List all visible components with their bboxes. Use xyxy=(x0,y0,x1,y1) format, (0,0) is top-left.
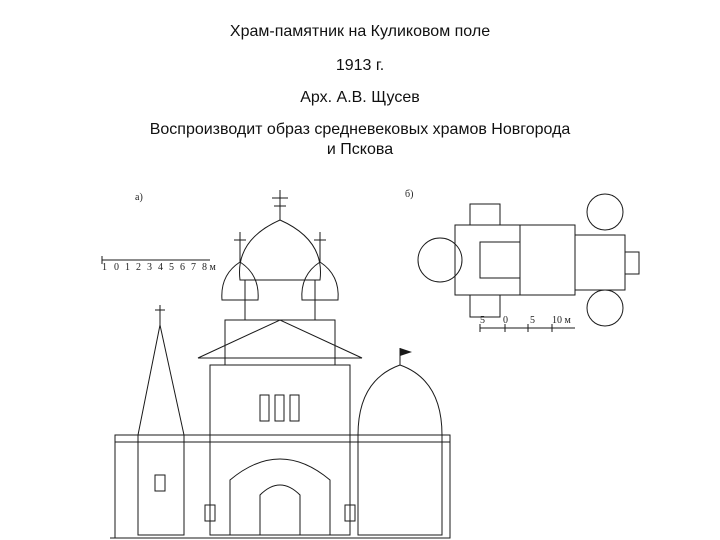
scale-tick: 8 м xyxy=(202,262,217,273)
facade-label: а) xyxy=(135,192,143,203)
facade-scale-bar: 1 0 1 2 3 4 5 6 7 8 м xyxy=(101,256,217,273)
architect-line: Арх. А.В. Щусев xyxy=(300,89,420,106)
scale-tick: 1 xyxy=(125,262,130,273)
description-line: Воспроизводит образ средневековых храмов… xyxy=(149,121,571,138)
floor-plan: 5 0 5 10 м xyxy=(417,193,640,332)
scale-tick: 7 xyxy=(191,262,196,273)
scale-tick: 5 xyxy=(169,262,174,273)
plan-scale-tick: 5 xyxy=(530,315,535,326)
scale-tick: 4 xyxy=(158,262,163,273)
plan-label: б) xyxy=(405,189,413,200)
plan-scale-tick: 0 xyxy=(503,315,508,326)
slide-title: Храм-памятник на Куликовом поле xyxy=(229,23,491,40)
scale-tick: 3 xyxy=(147,262,152,273)
scale-tick: 6 xyxy=(180,262,185,273)
date-line: 1913 г. xyxy=(335,57,385,74)
plan-scale-tick: 5 xyxy=(480,315,485,326)
description-line-2: и Пскова xyxy=(326,141,394,158)
scale-tick: 0 xyxy=(114,262,119,273)
scale-tick: 2 xyxy=(136,262,141,273)
architectural-drawing: а) б) 1 0 1 2 3 4 5 6 7 8 м xyxy=(101,189,640,539)
scale-tick: 1 xyxy=(102,262,107,273)
facade-elevation xyxy=(110,190,451,539)
plan-scale-tick: 10 м xyxy=(552,315,572,326)
